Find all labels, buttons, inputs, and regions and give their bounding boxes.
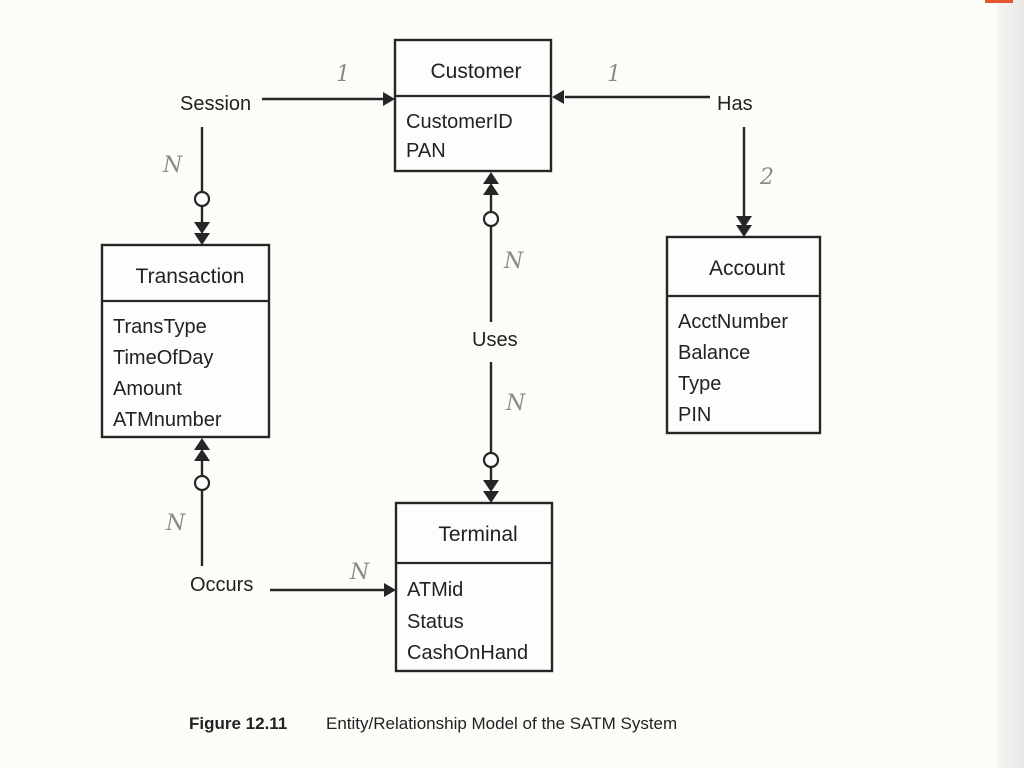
uses-customer-arrowhead-2 [483,183,499,195]
entity-account-attr: Balance [678,342,750,364]
entity-terminal: Terminal ATMid Status CashOnHand [394,501,554,673]
cardinality-has-account: 2 [759,165,774,190]
entity-account-box [665,235,822,435]
entity-terminal-title: Terminal [438,523,517,546]
entity-transaction-box [100,243,271,439]
occurs-terminal-arrowhead [384,583,396,597]
entity-terminal-attr: ATMid [407,579,463,601]
relationship-has: Has [552,90,753,237]
cardinality-annotations: 1 N 1 2 N N N N [162,62,774,585]
relationship-session-label: Session [180,93,251,115]
entity-customer: Customer CustomerID PAN [393,38,553,173]
entity-terminal-box [394,501,554,673]
session-transaction-arrowhead-2 [194,233,210,245]
cardinality-has-customer: 1 [607,62,621,87]
has-customer-arrowhead [552,90,564,104]
entity-customer-attr: CustomerID [406,111,513,133]
cardinality-uses-customer: N [503,249,524,274]
corner-mark [985,0,1013,3]
occurs-transaction-optional-circle [193,474,211,492]
relationship-occurs-label: Occurs [190,574,253,596]
figure-caption-text: Entity/Relationship Model of the SATM Sy… [326,714,677,733]
entity-transaction-attr: ATMnumber [113,409,222,431]
entity-account-title: Account [709,257,785,280]
entity-account-attr: Type [678,373,721,395]
entity-transaction-title: Transaction [136,265,245,288]
entity-transaction: Transaction TransType TimeOfDay Amount A… [100,243,271,439]
has-account-arrowhead-2 [736,225,752,237]
has-account-arrowhead-1 [736,216,752,228]
entity-customer-box [393,38,553,173]
occurs-transaction-arrowhead-1 [194,438,210,450]
uses-terminal-arrowhead-2 [483,491,499,503]
uses-customer-optional-circle [482,210,500,228]
figure-caption-label: Figure 12.11 [189,714,287,733]
er-diagram: Customer CustomerID PAN Transaction Tran… [100,38,822,733]
relationship-session: Session [180,92,395,245]
uses-customer-arrowhead-1 [483,172,499,184]
occurs-transaction-arrowhead-2 [194,449,210,461]
entity-transaction-attr: TimeOfDay [113,347,213,369]
relationship-has-label: Has [717,93,753,115]
cardinality-uses-terminal: N [505,391,526,416]
session-customer-arrowhead [383,92,395,106]
figure-caption: Figure 12.11 Entity/Relationship Model o… [189,714,677,733]
relationship-occurs: Occurs [190,438,396,597]
relationship-uses-label: Uses [472,329,518,351]
cardinality-occurs-transaction: N [165,511,186,536]
entity-customer-attr: PAN [406,140,446,162]
cardinality-session-customer: 1 [336,62,350,87]
entity-transaction-attr: TransType [113,316,207,338]
uses-terminal-optional-circle [482,451,500,469]
entity-account: Account AcctNumber Balance Type PIN [665,235,822,435]
entity-account-attr: AcctNumber [678,311,788,333]
entity-terminal-attr: Status [407,611,464,633]
entity-transaction-attr: Amount [113,378,182,400]
entity-customer-title: Customer [430,60,521,83]
cardinality-occurs-terminal: N [349,560,370,585]
page-edge-strip [998,0,1024,768]
session-transaction-arrowhead-1 [194,222,210,234]
session-transaction-optional-circle [193,190,211,208]
entity-account-attr: PIN [678,404,711,426]
relationship-uses: Uses [472,172,518,503]
cardinality-session-transaction: N [162,153,183,178]
entity-terminal-attr: CashOnHand [407,642,528,664]
uses-terminal-arrowhead-1 [483,480,499,492]
